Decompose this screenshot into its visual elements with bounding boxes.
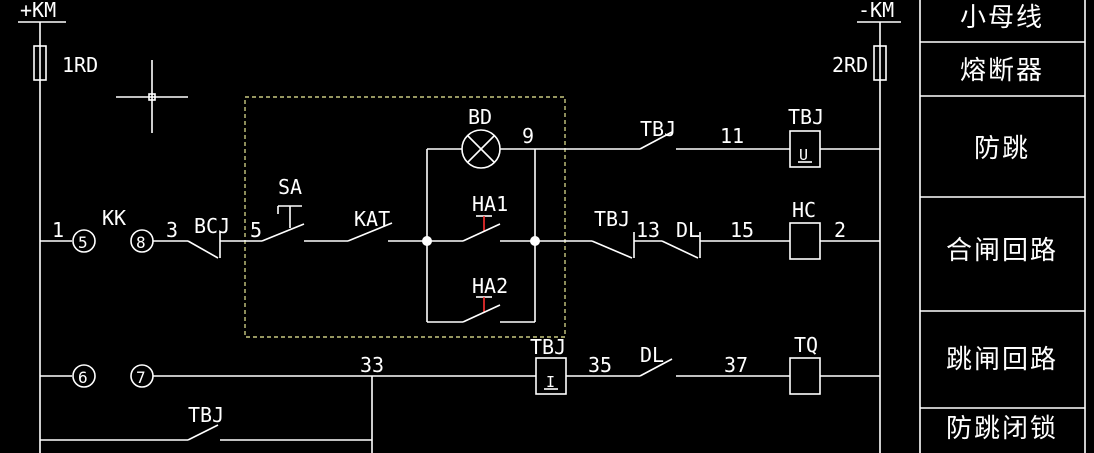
terminal-8-label: 8	[136, 233, 146, 252]
terminal-11-label: 11	[720, 124, 744, 148]
ha1-label: HA1	[472, 192, 508, 216]
sa-label: SA	[278, 175, 302, 199]
legend-row-anti-pump: 防跳	[974, 134, 1030, 164]
fuse-left-label: 1RD	[62, 53, 98, 77]
fuse-right	[873, 45, 887, 81]
bcj-contact	[187, 240, 219, 259]
fuse-left	[33, 45, 47, 81]
fuse-right-label: 2RD	[832, 53, 868, 77]
legend-table: 小母线 熔断器 防跳 合闸回路 跳闸回路 防跳闭锁	[919, 0, 1086, 453]
closing-circuit: 1 5 KK 8 3 BCJ 5 SA KAT B	[40, 105, 880, 323]
tbj-mid-contact	[591, 240, 633, 259]
terminal-6-label: 6	[78, 368, 88, 387]
terminal-35-label: 35	[588, 353, 612, 377]
negative-bus: -KM 2RD	[832, 0, 901, 453]
terminal-5b-label: 5	[250, 218, 262, 242]
tbj-bottom-contact	[187, 424, 219, 441]
terminal-3-label: 3	[166, 218, 178, 242]
ha2-contact	[462, 304, 501, 323]
tbj-coil-bot-mark: I	[546, 373, 555, 391]
tbj-coil-top-mark: U	[799, 146, 808, 164]
tbj-bottom-label: TBJ	[188, 403, 224, 427]
bcj-label: BCJ	[194, 214, 230, 238]
tq-label: TQ	[794, 333, 818, 357]
dl-mid-label: DL	[676, 218, 700, 242]
dl-bot-contact	[639, 358, 673, 377]
tbj-top-label: TBJ	[640, 117, 676, 141]
anti-pump-circuit: TBJ 11 TBJ U	[639, 105, 880, 168]
legend-row-busbar: 小母线	[960, 3, 1044, 33]
terminal-13-label: 13	[636, 218, 660, 242]
control-module-box	[244, 96, 566, 338]
dl-mid-contact	[661, 240, 699, 259]
kat-label: KAT	[354, 207, 390, 231]
terminal-5-label: 5	[78, 233, 88, 252]
legend-row-anti-pump-lock: 防跳闭锁	[946, 414, 1058, 444]
cad-crosshair-cursor	[116, 60, 188, 133]
terminal-9-label: 9	[522, 124, 534, 148]
terminal-15-label: 15	[730, 218, 754, 242]
terminal-37-label: 37	[724, 353, 748, 377]
closing-coil-hc	[789, 222, 821, 260]
terminal-1-label: 1	[52, 218, 64, 242]
kk-label: KK	[102, 206, 126, 230]
legend-row-tripping-circuit: 跳闸回路	[946, 345, 1058, 375]
legend-row-fuse: 熔断器	[960, 56, 1044, 86]
tbj-coil-top-label: TBJ	[788, 105, 824, 129]
kat-contact	[347, 222, 393, 242]
positive-bus: +KM 1RD	[18, 0, 98, 453]
anti-pump-lock-circuit: TBJ	[40, 403, 372, 441]
tripping-circuit: 6 7 33 TBJ I 35 DL 37 TQ	[40, 333, 880, 453]
terminal-2-label: 2	[834, 218, 846, 242]
dl-bot-label: DL	[640, 343, 664, 367]
hc-label: HC	[792, 198, 816, 222]
ha2-label: HA2	[472, 274, 508, 298]
terminal-7-label: 7	[136, 368, 146, 387]
tbj-mid-label: TBJ	[594, 207, 630, 231]
legend-row-closing-circuit: 合闸回路	[946, 236, 1058, 266]
terminal-5-circle	[72, 229, 96, 253]
terminal-33-label: 33	[360, 353, 384, 377]
negative-bus-label: -KM	[858, 0, 894, 22]
tbj-coil-bot-label: TBJ	[530, 335, 566, 359]
ha1-contact	[462, 223, 501, 242]
trip-coil-tq	[789, 357, 821, 395]
terminal-6-circle	[72, 364, 96, 388]
tbj-top-contact	[639, 131, 673, 150]
bd-label: BD	[468, 105, 492, 129]
positive-bus-label: +KM	[20, 0, 56, 22]
sa-contact	[261, 223, 305, 242]
